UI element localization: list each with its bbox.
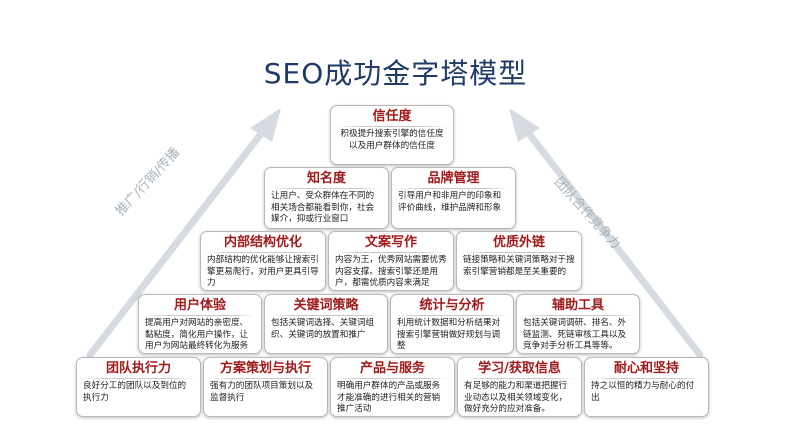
block-title: 信任度 bbox=[372, 109, 412, 124]
block-title: 团队执行力 bbox=[105, 361, 171, 376]
block-desc: 让用户、受众群体在不同的相关场合都能看到你，社会媒介，抑或行业窗口 bbox=[271, 191, 375, 225]
pyramid-block-trust: 信任度 积极提升搜索引擎的信任度以及用户群体的信任度 bbox=[330, 105, 454, 165]
page-title: SEO成功金字塔模型 bbox=[263, 57, 528, 90]
pyramid-block-awareness: 知名度 让用户、受众群体在不同的相关场合都能看到你，社会媒介，抑或行业窗口 bbox=[264, 167, 389, 229]
block-desc: 提高用户对网站的亲密度、黏粘度，简化用户操作，让用户为网站最终转化为服务 bbox=[145, 318, 249, 352]
left-arrow bbox=[86, 131, 264, 359]
pyramid-block-persistence: 耐心和坚持 持之以恒的精力与耐心的付出 bbox=[584, 357, 709, 417]
block-desc: 链接策略和关键词策略对于搜索引擎营销都是至关重要的 bbox=[463, 255, 575, 277]
block-desc: 内容为王，优秀网站需要优秀内容支撑。搜索引擎还是用户，都需优质内容来满足 bbox=[335, 255, 447, 289]
block-desc: 持之以恒的精力与耐心的付出 bbox=[591, 381, 695, 403]
pyramid-block-keywords: 关键词策略 包括关键词选择、关键词组织、关键词的放置和推广 bbox=[264, 294, 388, 354]
pyramid-block-planning: 方案策划与执行 强有力的团队项目策划以及监督执行 bbox=[203, 357, 328, 417]
block-title: 优质外链 bbox=[492, 235, 545, 250]
block-desc: 积极提升搜索引擎的信任度以及用户群体的信任度 bbox=[340, 129, 444, 151]
block-title: 用户体验 bbox=[173, 298, 226, 313]
block-desc: 良好分工的团队以及到位的执行力 bbox=[83, 381, 187, 403]
pyramid-block-ux: 用户体验 提高用户对网站的亲密度、黏粘度，简化用户操作，让用户为网站最终转化为服… bbox=[138, 294, 262, 354]
right-arrow-head bbox=[509, 108, 540, 142]
block-title: 统计与分析 bbox=[419, 298, 485, 313]
block-desc: 包括关键词调研、排名、外链监测、死链审核工具以及竞争对手分析工具等等。 bbox=[523, 318, 627, 352]
block-title: 文案写作 bbox=[364, 235, 417, 250]
pyramid-block-product: 产品与服务 明确用户群体的产品或服务才能准确的进行相关的营销推广活动 bbox=[330, 357, 455, 417]
block-title: 方案策划与执行 bbox=[219, 361, 311, 376]
block-desc: 明确用户群体的产品或服务才能准确的进行相关的营销推广活动 bbox=[337, 381, 441, 415]
pyramid-block-tools: 辅助工具 包括关键词调研、排名、外链监测、死链审核工具以及竞争对手分析工具等等。 bbox=[516, 294, 640, 354]
block-title: 耐心和坚持 bbox=[613, 361, 679, 376]
right-arrow bbox=[526, 131, 704, 359]
block-title: 内部结构优化 bbox=[223, 235, 302, 250]
pyramid-block-backlinks: 优质外链 链接策略和关键词策略对于搜索引擎营销都是至关重要的 bbox=[456, 231, 582, 291]
block-desc: 利用统计数据和分析结果对搜索引擎营销做好规划与调整 bbox=[397, 318, 501, 352]
block-title: 辅助工具 bbox=[551, 298, 604, 313]
block-title: 关键词策略 bbox=[293, 298, 359, 313]
pyramid-block-structure: 内部结构优化 内部结构的优化能够让搜索引擎更易爬行，对用户更具引导力 bbox=[200, 231, 326, 291]
block-title: 学习/获取信息 bbox=[478, 361, 561, 376]
block-desc: 内部结构的优化能够让搜索引擎更易爬行，对用户更具引导力 bbox=[207, 255, 319, 289]
pyramid-block-learning: 学习/获取信息 有足够的能力和渠道把握行业动态以及相关领域变化，做好充分的应对准… bbox=[457, 357, 582, 417]
block-desc: 引导用户和非用户的印象和评价曲线，维护品牌和形象 bbox=[398, 191, 502, 213]
pyramid-block-analytics: 统计与分析 利用统计数据和分析结果对搜索引擎营销做好规划与调整 bbox=[390, 294, 514, 354]
block-desc: 强有力的团队项目策划以及监督执行 bbox=[210, 381, 314, 403]
pyramid-block-copywriting: 文案写作 内容为王，优秀网站需要优秀内容支撑。搜索引擎还是用户，都需优质内容来满… bbox=[328, 231, 454, 291]
pyramid-block-team: 团队执行力 良好分工的团队以及到位的执行力 bbox=[76, 357, 201, 417]
left-arrow-head bbox=[250, 108, 281, 142]
block-desc: 包括关键词选择、关键词组织、关键词的放置和推广 bbox=[271, 318, 375, 340]
block-title: 产品与服务 bbox=[359, 361, 425, 376]
block-desc: 有足够的能力和渠道把握行业动态以及相关领域变化，做好充分的应对准备。 bbox=[464, 381, 568, 415]
block-title: 知名度 bbox=[306, 171, 346, 186]
block-title: 品牌管理 bbox=[427, 171, 480, 186]
pyramid-block-brand: 品牌管理 引导用户和非用户的印象和评价曲线，维护品牌和形象 bbox=[391, 167, 516, 229]
